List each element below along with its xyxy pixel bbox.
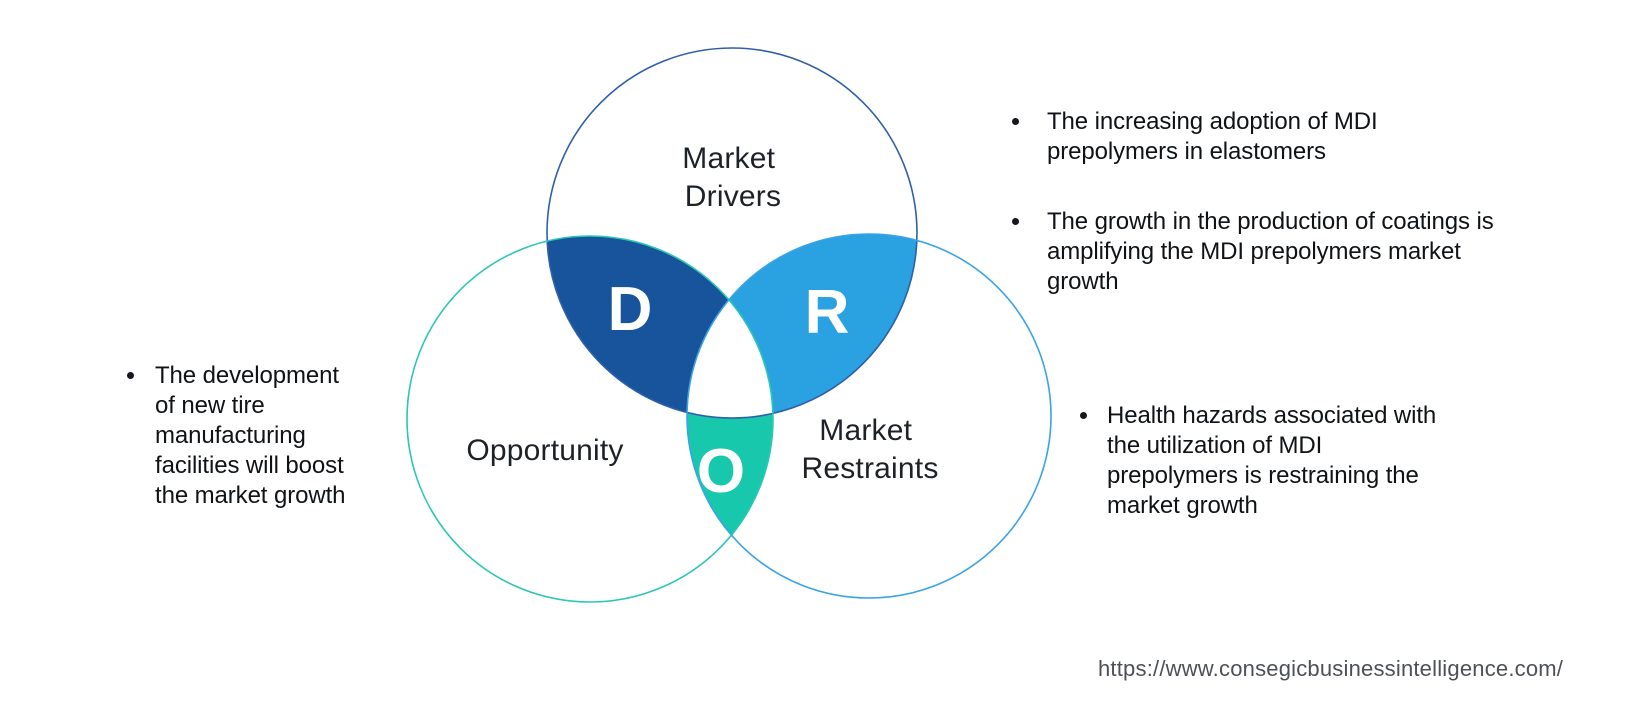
petal-letter-r: R xyxy=(805,278,850,347)
note-text: Health hazards associated with the utili… xyxy=(1107,402,1437,519)
source-url: https://www.consegicbusinessintelligence… xyxy=(1098,656,1564,681)
circle-opportunity xyxy=(406,235,774,603)
note-text: The development of new tire manufacturin… xyxy=(155,362,346,509)
circle-market-restraints xyxy=(686,233,1052,599)
petal-letter-d: D xyxy=(608,275,653,344)
circle-market-drivers xyxy=(546,47,918,419)
bullet-icon xyxy=(1012,118,1019,125)
restraints-notes: Health hazards associated with the utili… xyxy=(1068,401,1498,521)
label-opportunity: Opportunity xyxy=(466,434,623,467)
list-item: The growth in the production of coatings… xyxy=(1000,207,1560,297)
opportunity-notes: The development of new tire manufacturin… xyxy=(115,361,395,511)
note-text: The increasing adoption of MDI prepolyme… xyxy=(1047,108,1378,165)
list-item: Health hazards associated with the utili… xyxy=(1068,401,1498,521)
label-market-drivers: Market Drivers xyxy=(682,142,783,213)
bullet-icon xyxy=(127,372,134,379)
petal-letter-o: O xyxy=(697,437,745,506)
drivers-notes: The increasing adoption of MDI prepolyme… xyxy=(1000,107,1560,297)
bullet-icon xyxy=(1080,412,1087,419)
petal-drivers-restraints xyxy=(687,234,917,418)
list-item: The development of new tire manufacturin… xyxy=(115,361,395,511)
petal-drivers-opportunity xyxy=(547,236,773,418)
note-text: The growth in the production of coatings… xyxy=(1047,208,1494,295)
list-item: The increasing adoption of MDI prepolyme… xyxy=(1000,107,1560,167)
label-market-restraints: Market Restraints xyxy=(801,414,938,485)
bullet-icon xyxy=(1012,218,1019,225)
